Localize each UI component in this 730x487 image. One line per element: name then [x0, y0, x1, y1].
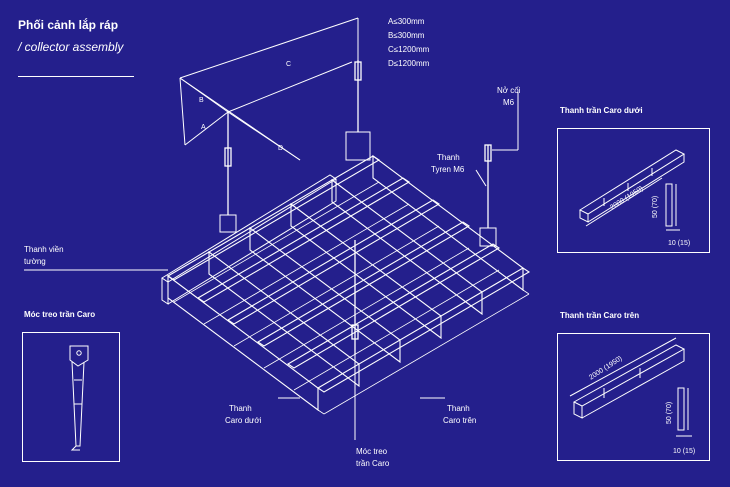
dim-letter-b: B	[199, 97, 204, 104]
panel-hanger-title: Móc treo trần Caro	[24, 310, 96, 319]
callout-nut-line1: Nở cối	[497, 86, 521, 95]
callout-hanger-line2: trần Caro	[356, 459, 390, 468]
callout-upper-line1: Thanh	[447, 404, 470, 413]
title-divider	[18, 76, 134, 77]
callout-lower-line2: Caro dưới	[225, 416, 262, 425]
grid-bars-b	[166, 155, 531, 393]
callout-hanger-line1: Móc treo	[356, 447, 388, 456]
spec-a: A≤300mm	[388, 17, 425, 26]
page-title: Phối cảnh lắp ráp	[18, 18, 119, 32]
grid-depth	[173, 181, 530, 415]
callout-rod-line1: Thanh	[437, 153, 460, 162]
spec-d: D≤1200mm	[388, 59, 430, 68]
lower-bar-drawing	[578, 149, 686, 231]
page-subtitle: / collector assembly	[18, 40, 124, 54]
dimension-lines	[179, 17, 359, 161]
hanger-drawing	[69, 345, 89, 451]
dim-letter-a: A	[201, 124, 206, 131]
panel-upper-bar-title: Thanh trần Caro trên	[560, 311, 640, 320]
lower-bar-width: 10 (15)	[668, 240, 691, 247]
leader-lines	[24, 92, 519, 440]
spec-b: B≤300mm	[388, 31, 425, 40]
dim-letter-d: D	[278, 145, 284, 152]
panel-hanger	[22, 332, 120, 462]
callout-upper-line2: Caro trên	[443, 416, 477, 425]
upper-bar-width: 10 (15)	[673, 448, 696, 455]
callout-lower-line1: Thanh	[229, 404, 252, 413]
callout-wall-line2: tường	[24, 257, 46, 266]
panel-upper-bar	[557, 333, 710, 461]
upper-bar-drawing	[569, 337, 692, 437]
callout-nut-line2: M6	[503, 98, 515, 107]
panel-lower-bar	[557, 128, 710, 253]
callout-wall-line1: Thanh viền	[24, 245, 64, 254]
callout-rod-line2: Tyren M6	[431, 165, 465, 174]
panel-lower-bar-title: Thanh trần Caro dưới	[560, 106, 643, 115]
dim-letter-c: C	[286, 61, 292, 68]
spec-c: C≤1200mm	[388, 45, 430, 54]
threaded-rods	[224, 60, 492, 355]
